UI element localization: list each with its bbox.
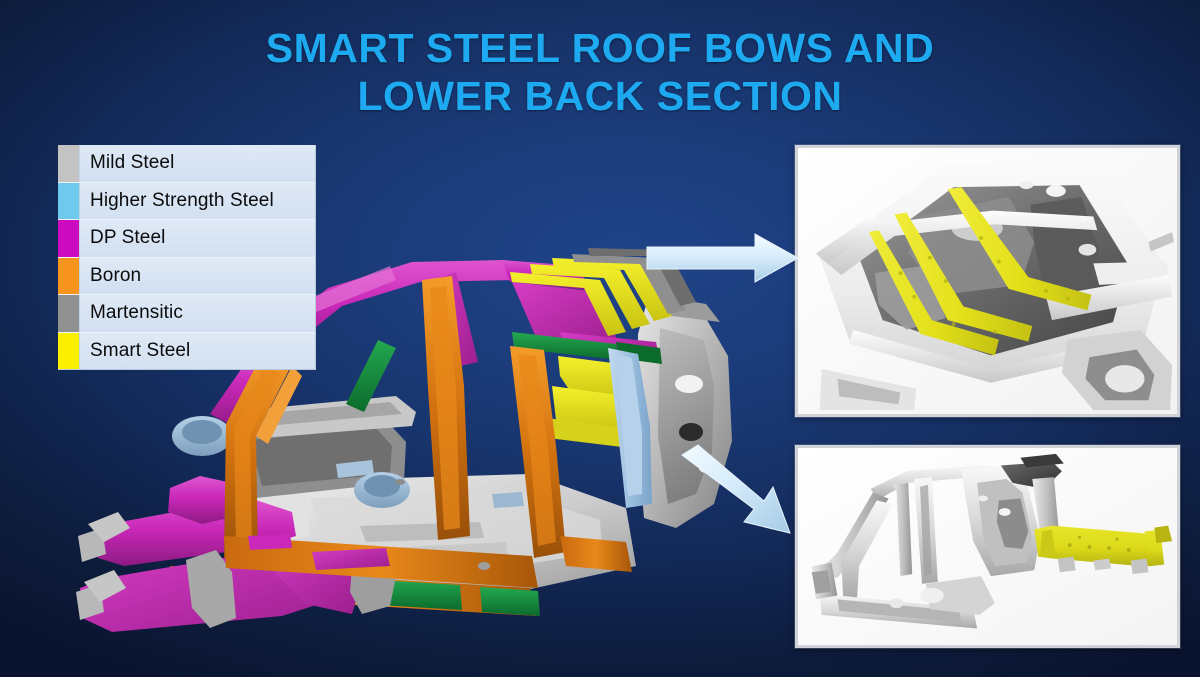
car-body-svg (76, 248, 732, 632)
floor-crossmember-dp (312, 548, 390, 570)
legend-swatch-mild-steel (58, 145, 80, 182)
legend-item-smart-steel[interactable]: Smart Steel (58, 332, 315, 369)
rear-panel-hole-1 (675, 375, 703, 393)
legend-swatch-higher-strength-steel (58, 182, 80, 219)
roof-bow-yellow-3 (552, 258, 672, 321)
page-title-line-1: SMART STEEL ROOF BOWS AND (265, 25, 935, 71)
legend-item-dp-steel[interactable]: DP Steel (58, 220, 315, 258)
rear-panel-hole-2 (679, 423, 703, 441)
detail-hole-2 (395, 479, 405, 485)
legend-label-dp-steel: DP Steel (90, 227, 166, 249)
page-title: SMART STEEL ROOF BOWS AND LOWER BACK SEC… (0, 24, 1200, 120)
crash-box-2 (84, 570, 126, 602)
roof-bow-2 (894, 212, 1033, 342)
roof-bow-1 (868, 230, 999, 356)
a-pillar-boron-highlight (234, 366, 280, 548)
lower-back-section-detail-image (798, 448, 1177, 645)
legend-label-boron: Boron (90, 264, 142, 286)
roof-bows-detail-panel (795, 145, 1180, 417)
d-pillar-hss-highlight (616, 354, 642, 496)
windshield-frame-boron (256, 366, 302, 444)
legend-label-smart-steel: Smart Steel (90, 339, 191, 361)
rail-end-bracket-1 (78, 528, 106, 562)
legend-item-mild-steel[interactable]: Mild Steel (58, 145, 315, 183)
detail-hole-1 (478, 562, 490, 570)
roof-rail-green (512, 332, 618, 360)
roof-bow-yellow-2 (530, 264, 650, 329)
lower-back-section (1034, 525, 1155, 567)
legend-item-martensitic[interactable]: Martensitic (58, 295, 315, 333)
rear-rocker-boron (560, 536, 632, 572)
legend-label-martensitic: Martensitic (90, 302, 183, 324)
legend-swatch-boron (58, 257, 80, 294)
sill-green-3 (480, 587, 540, 616)
roof-bows-detail-image (798, 148, 1177, 414)
floor-crossmember-dp-2 (248, 534, 292, 550)
legend-item-higher-strength-steel[interactable]: Higher Strength Steel (58, 182, 315, 220)
crash-box-1 (88, 512, 130, 542)
roof-bow-3 (947, 187, 1092, 311)
inner-bracket (336, 460, 374, 478)
legend-label-mild-steel: Mild Steel (90, 152, 175, 174)
material-legend: Mild Steel Higher Strength Steel DP Stee… (58, 145, 316, 370)
roof-bow-yellow-1 (510, 272, 626, 336)
suspension-bracket-left (186, 550, 236, 628)
roof-arch-highlight (310, 266, 396, 312)
legend-swatch-smart-steel (58, 332, 80, 369)
seat-bracket (492, 492, 524, 508)
arrow-to-bodyside-detail-icon (678, 443, 798, 538)
arrow-to-roof-detail-icon (645, 232, 800, 284)
legend-item-boron[interactable]: Boron (58, 257, 315, 295)
b-pillar-boron-highlight (430, 286, 460, 530)
c-pillar-boron-highlight (518, 354, 556, 546)
legend-label-higher-strength-steel: Higher Strength Steel (90, 189, 274, 211)
a-pillar-green (346, 340, 396, 412)
legend-swatch-dp-steel (58, 220, 80, 257)
lower-back-section-detail-panel (795, 445, 1180, 648)
strut-tower-left-hole (182, 420, 222, 444)
legend-swatch-martensitic (58, 295, 80, 332)
body-in-white-illustration (60, 236, 780, 648)
strut-tower-right-hole (364, 475, 400, 497)
page-title-line-2: LOWER BACK SECTION (357, 73, 843, 119)
